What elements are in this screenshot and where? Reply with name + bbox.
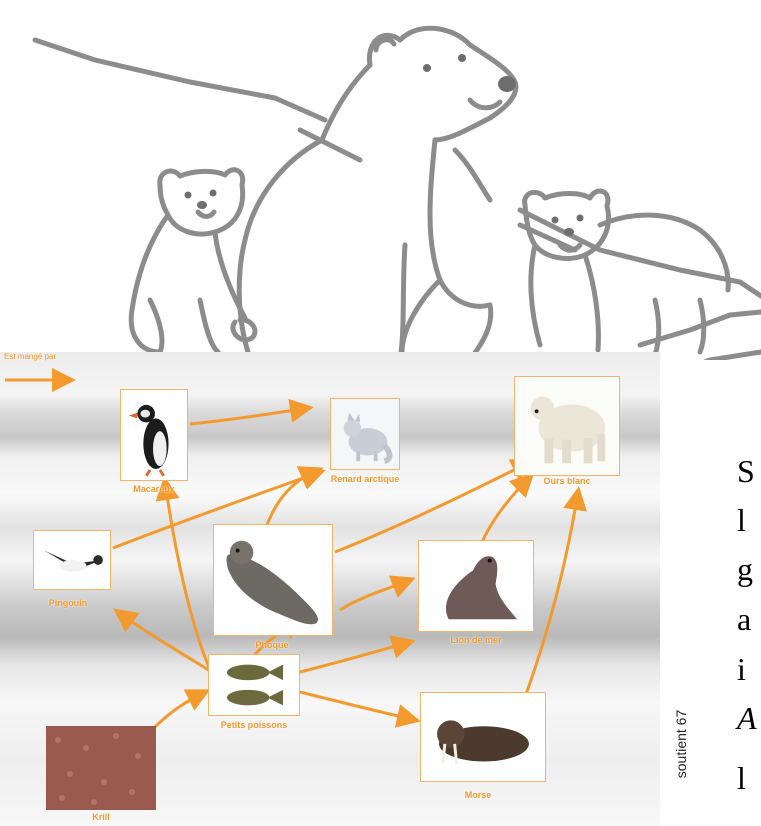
- seal-picture: [214, 525, 332, 635]
- side-letter-7: l: [737, 760, 746, 797]
- auk-picture: [34, 531, 110, 589]
- label-pingouin: Pingouin: [49, 598, 88, 608]
- puffin-picture: [121, 390, 187, 480]
- small-fish-picture: [209, 655, 299, 715]
- side-letter-2: l: [737, 502, 746, 539]
- label-renard: Renard arctique: [331, 474, 400, 484]
- side-letter-6: A: [737, 700, 757, 737]
- sea-lion-picture: [419, 541, 533, 631]
- krill-picture: [46, 726, 156, 810]
- walrus-picture: [421, 693, 545, 781]
- legend-label: Est mangé par: [4, 352, 56, 361]
- polar-bear-picture: [515, 377, 619, 475]
- arctic-fox-picture: [331, 399, 399, 469]
- label-krill: Krill: [92, 812, 110, 822]
- credit-text: soutient 67: [673, 710, 689, 779]
- card-poissons: [208, 654, 300, 716]
- side-letter-4: a: [737, 601, 751, 638]
- card-macareux: [120, 389, 188, 481]
- arctic-food-web: Est mangé par Macareux Renard arctique: [0, 352, 660, 826]
- card-pingouin: [33, 530, 111, 590]
- card-otarie: [418, 540, 534, 632]
- card-morse: [420, 692, 546, 782]
- card-renard: [330, 398, 400, 470]
- label-ours: Ours blanc: [543, 476, 590, 486]
- side-letter-5: i: [737, 651, 746, 688]
- label-macareux: Macareux: [133, 484, 175, 494]
- label-phoque: Phoque: [256, 640, 289, 650]
- label-poissons: Petits poissons: [221, 720, 288, 730]
- label-otarie: Lion de mer: [450, 635, 501, 645]
- label-morse: Morse: [465, 790, 492, 800]
- card-krill: [46, 726, 156, 810]
- side-letter-3: g: [737, 551, 753, 588]
- polar-bear-family-drawing: [0, 0, 761, 360]
- card-phoque: [213, 524, 333, 636]
- side-letter-1: S: [737, 453, 755, 490]
- credit-vertical: soutient 67: [672, 664, 690, 824]
- card-ours: [514, 376, 620, 476]
